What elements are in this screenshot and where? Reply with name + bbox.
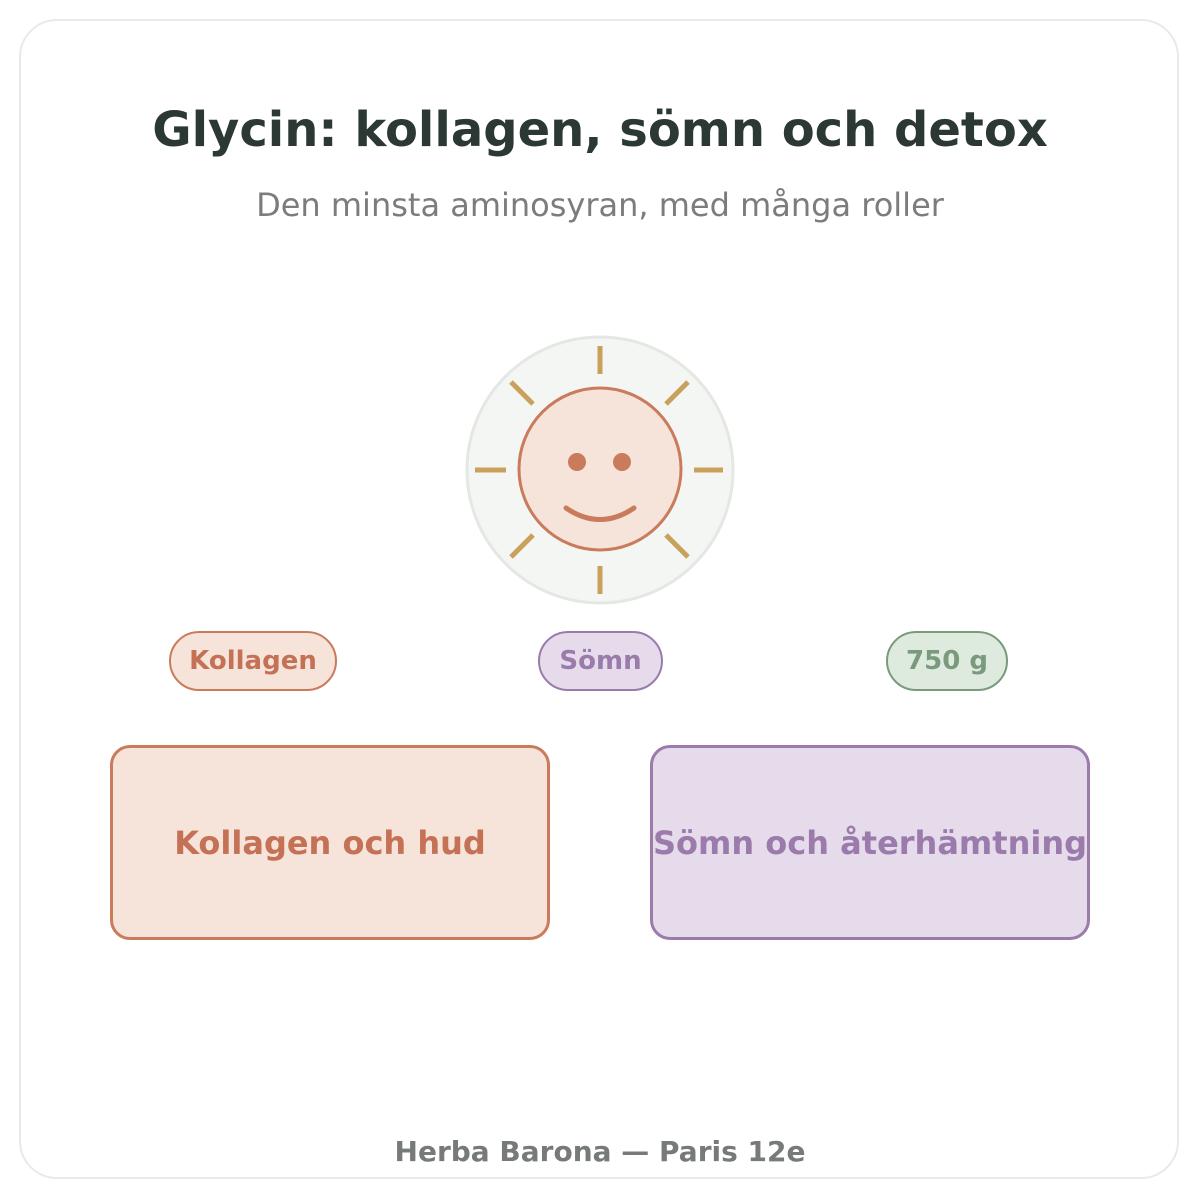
page-title: Glycin: kollagen, sömn och detox xyxy=(152,102,1048,158)
tag-dosage: 750 g xyxy=(886,631,1008,691)
tag-kollagen: Kollagen xyxy=(169,631,337,691)
tag-label: Sömn xyxy=(559,646,642,676)
card-label: Kollagen och hud xyxy=(174,823,486,862)
card-label: Sömn och återhämtning xyxy=(653,823,1087,862)
tag-label: 750 g xyxy=(906,646,988,676)
sun-face xyxy=(517,386,683,552)
page-subtitle: Den minsta aminosyran, med många roller xyxy=(256,186,944,224)
tag-label: Kollagen xyxy=(189,646,317,676)
card-kollagen-och-hud: Kollagen och hud xyxy=(110,745,550,940)
sun-rays xyxy=(475,346,723,594)
tag-somn: Sömn xyxy=(538,631,663,691)
footer-credit: Herba Barona — Paris 12e xyxy=(394,1135,806,1168)
right-eye xyxy=(613,453,631,471)
card-somn-och-aterhamtning: Sömn och återhämtning xyxy=(650,745,1090,940)
smile xyxy=(563,505,637,522)
smiling-sun-icon xyxy=(465,335,735,605)
left-eye xyxy=(568,453,586,471)
